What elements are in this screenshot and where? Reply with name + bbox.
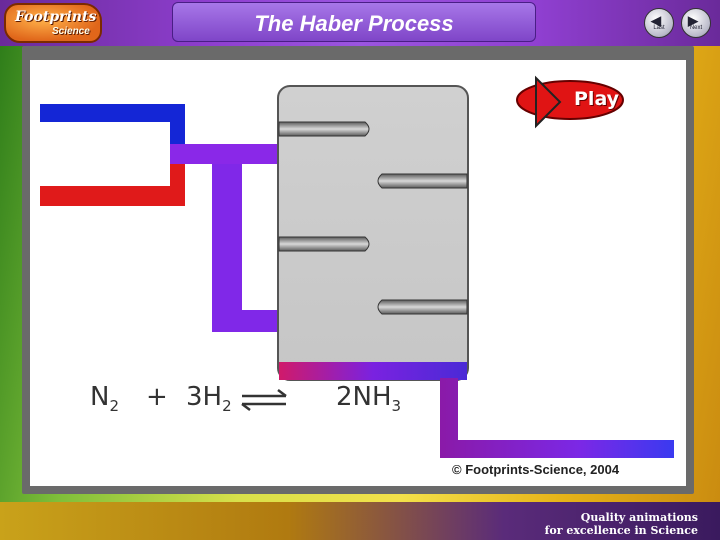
- chemical-equation: N2 + 3H2 2NH3: [90, 382, 490, 422]
- tagline-line-1: Quality animations: [580, 511, 698, 524]
- last-button[interactable]: ◀ Last: [644, 8, 674, 38]
- catalyst-plate: [278, 121, 370, 137]
- catalyst-plate: [377, 299, 468, 315]
- nitrogen-inlet-pipe: [40, 104, 185, 164]
- forward-arrow-icon: ▶: [688, 13, 698, 28]
- catalyst-plate: [377, 173, 468, 189]
- recycle-pipe: [210, 164, 280, 332]
- plus-sign: +: [146, 382, 168, 412]
- animation-frame: Play N2 + 3H2 2NH3 © Footprints-Science,…: [22, 46, 694, 494]
- bottom-banner: [0, 502, 720, 540]
- last-label: Last: [653, 25, 665, 31]
- chamber-outlet-band: [279, 362, 467, 380]
- logo-text: Footprints: [15, 9, 97, 25]
- logo-subtext: Science: [52, 26, 90, 37]
- ammonia-formula: 2NH3: [336, 382, 402, 416]
- tagline-line-2: for excellence in Science: [544, 524, 698, 537]
- hydrogen-inlet-pipe: [40, 164, 185, 206]
- hydrogen-formula: 3H2: [186, 382, 232, 416]
- page-title: The Haber Process: [254, 11, 454, 36]
- play-triangle-icon: [535, 75, 562, 129]
- ammonia-outlet-pipe: [440, 378, 674, 458]
- tagline: Quality animations for excellence in Sci…: [545, 511, 698, 537]
- play-button[interactable]: [525, 80, 633, 118]
- mixed-gas-pipe-horizontal: [170, 144, 280, 164]
- equilibrium-arrows-icon: [241, 389, 287, 411]
- nitrogen-formula: N2: [90, 382, 119, 416]
- next-button[interactable]: ▶ Next: [681, 8, 711, 38]
- next-label: Next: [689, 25, 703, 31]
- haber-process-diagram: [40, 75, 674, 458]
- footprints-science-logo: Footprints Science: [4, 3, 102, 43]
- catalyst-plate: [278, 236, 370, 252]
- copyright-text: © Footprints-Science, 2004: [452, 462, 620, 477]
- animation-stage: Play N2 + 3H2 2NH3 © Footprints-Science,…: [30, 60, 686, 486]
- back-arrow-icon: ◀: [651, 13, 661, 28]
- title-box: The Haber Process: [172, 2, 536, 42]
